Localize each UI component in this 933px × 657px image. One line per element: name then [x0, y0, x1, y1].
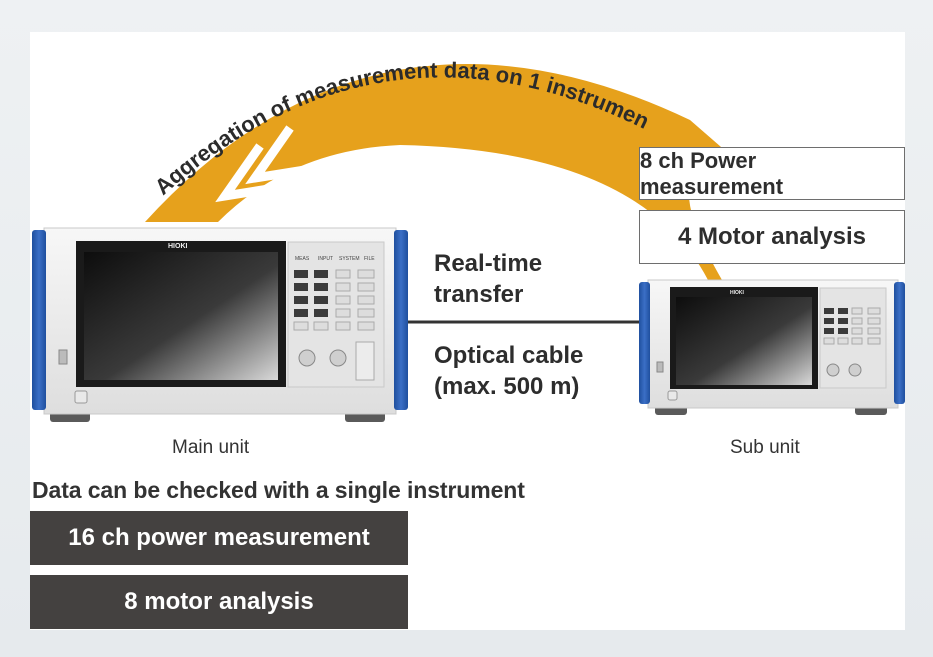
- arc-chevron-1: [245, 125, 306, 185]
- main-unit-knob-right: [329, 349, 347, 367]
- transfer-line1: Real-time: [434, 250, 543, 277]
- main-unit-brand: HIOKI: [168, 243, 188, 250]
- sub-unit-ear-left: [639, 282, 650, 404]
- main-unit-keys: [293, 269, 375, 331]
- sub-unit-usb-port: [656, 361, 664, 373]
- main-unit-knob-left: [298, 349, 316, 367]
- transfer-line2: transfer: [434, 281, 524, 308]
- sub-capability-motor-box: 4 Motor analysis: [639, 210, 905, 264]
- summary-headline: Data can be checked with a single instru…: [32, 477, 525, 503]
- svg-text:MEAS: MEAS: [295, 256, 310, 262]
- main-unit: HIOKI MEAS INPUT SYSTEM FILE: [32, 227, 408, 422]
- main-unit-caption: Main unit: [172, 437, 250, 458]
- main-unit-power-button: [74, 390, 88, 404]
- main-unit-ear-right: [394, 230, 408, 410]
- sub-unit-caption: Sub unit: [730, 437, 800, 458]
- svg-text:SYSTEM: SYSTEM: [339, 256, 360, 262]
- total-motor-box: 8 motor analysis: [30, 575, 408, 629]
- sub-unit-keys: [823, 307, 881, 345]
- sub-unit-screen: [676, 297, 812, 385]
- arc-chevron-2: [215, 143, 276, 203]
- sub-unit-knob-left: [826, 363, 840, 377]
- main-unit-ear-left: [32, 230, 46, 410]
- sub-unit-knob-right: [848, 363, 862, 377]
- svg-text:FILE: FILE: [364, 256, 375, 262]
- cable-label: Optical cable (max. 500 m): [434, 340, 634, 402]
- transfer-label: Real-time transfer: [434, 248, 624, 310]
- total-power-box: 16 ch power measurement: [30, 511, 408, 565]
- sub-unit-power-button: [667, 390, 678, 401]
- main-unit-screen: [84, 252, 278, 380]
- main-unit-usb-port: [58, 349, 68, 365]
- cable-line1: Optical cable: [434, 342, 584, 369]
- sub-capability-power-box: 8 ch Power measurement: [639, 147, 905, 200]
- sub-unit: HIOKI: [639, 279, 905, 415]
- main-unit-tabs: MEAS INPUT SYSTEM FILE: [295, 256, 375, 262]
- cable-line2: (max. 500 m): [434, 373, 580, 400]
- sub-unit-brand: HIOKI: [730, 290, 745, 296]
- svg-text:INPUT: INPUT: [318, 256, 333, 262]
- aggregation-arc: [145, 64, 736, 280]
- sub-unit-ear-right: [894, 282, 905, 404]
- main-unit-side-keys: [355, 341, 375, 381]
